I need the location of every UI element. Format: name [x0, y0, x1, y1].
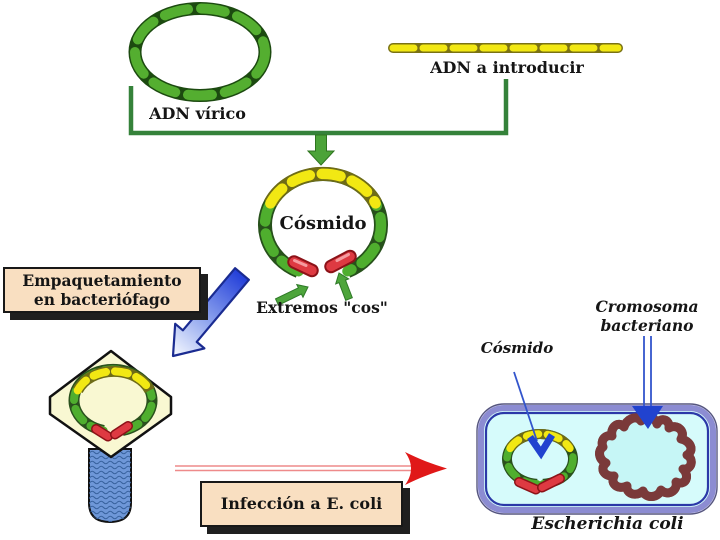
- ecoli-name-label: Escherichia coli: [531, 514, 684, 534]
- cosmid-title-label: Cósmido: [279, 213, 367, 234]
- viral-ring-dashes: [130, 3, 270, 101]
- cosmid-ring: [258, 166, 388, 278]
- chromosome-label: Cromosoma bacteriano: [595, 297, 699, 336]
- phage-tail-texture: [89, 449, 131, 522]
- cos-end-left: [287, 255, 319, 278]
- cos-end-right: [324, 249, 357, 274]
- cosmid-label-arrow: [513, 371, 555, 460]
- viral-dna-ring: [128, 2, 272, 102]
- merge-connector-lines: [128, 79, 509, 166]
- cell-cosmid-label: Cósmido: [480, 339, 554, 357]
- infection-callout: Infección a E. coli: [200, 481, 403, 527]
- bacteriophage: [48, 349, 173, 524]
- cos-ends-label: Extremos "cos": [256, 298, 388, 317]
- cosmid-label-line: [513, 371, 538, 442]
- cos-pointer-right-icon: [334, 272, 353, 301]
- merge-arrow-icon: [306, 134, 336, 166]
- packaging-callout: Empaquetamiento en bacteriófago: [3, 267, 201, 313]
- cos-pointer-left-icon: [274, 283, 309, 306]
- cell-cosmid-ring: [502, 428, 578, 495]
- infection-arrowhead-icon: [405, 452, 447, 485]
- cosmid-label-arrowhead-icon: [527, 433, 555, 460]
- cell-outline-thin: [476, 403, 718, 515]
- cell-membrane-inner: [484, 411, 710, 507]
- cos-ends-pointer-arrows: [274, 272, 353, 306]
- connector-path: [128, 79, 509, 136]
- insert-dna-label: ADN a introducir: [430, 58, 584, 77]
- ecoli-cell: [476, 403, 718, 515]
- chromosome-band: [600, 417, 692, 496]
- bacterial-chromosome: [600, 417, 692, 496]
- chromosome-label-lines: [643, 336, 652, 409]
- infection-arrow: [175, 452, 447, 485]
- chromosome-label-arrow: [632, 336, 663, 429]
- phage-cosmid-ring: [68, 363, 158, 442]
- viral-dna-label: ADN vírico: [149, 104, 246, 123]
- cosmid-yellow-dashes: [265, 168, 381, 209]
- packaging-arrow-icon: [171, 267, 250, 358]
- chromosome-label-arrowhead-icon: [632, 406, 663, 429]
